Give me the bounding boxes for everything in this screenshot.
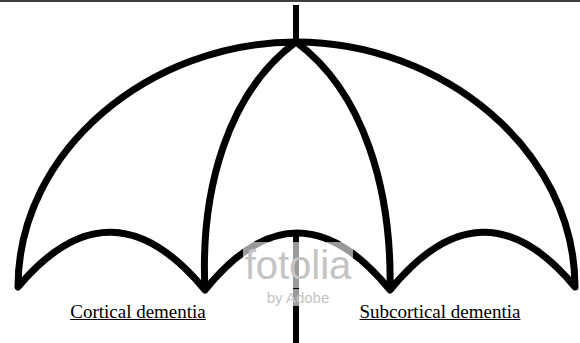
watermark: by Adobe	[265, 289, 332, 306]
category-label: Cortical dementia	[68, 301, 208, 323]
watermark: fotolia	[243, 242, 354, 288]
category-label: Subcortical dementia	[358, 301, 523, 323]
umbrella-canopy	[18, 42, 575, 290]
top-rule	[0, 0, 580, 2]
